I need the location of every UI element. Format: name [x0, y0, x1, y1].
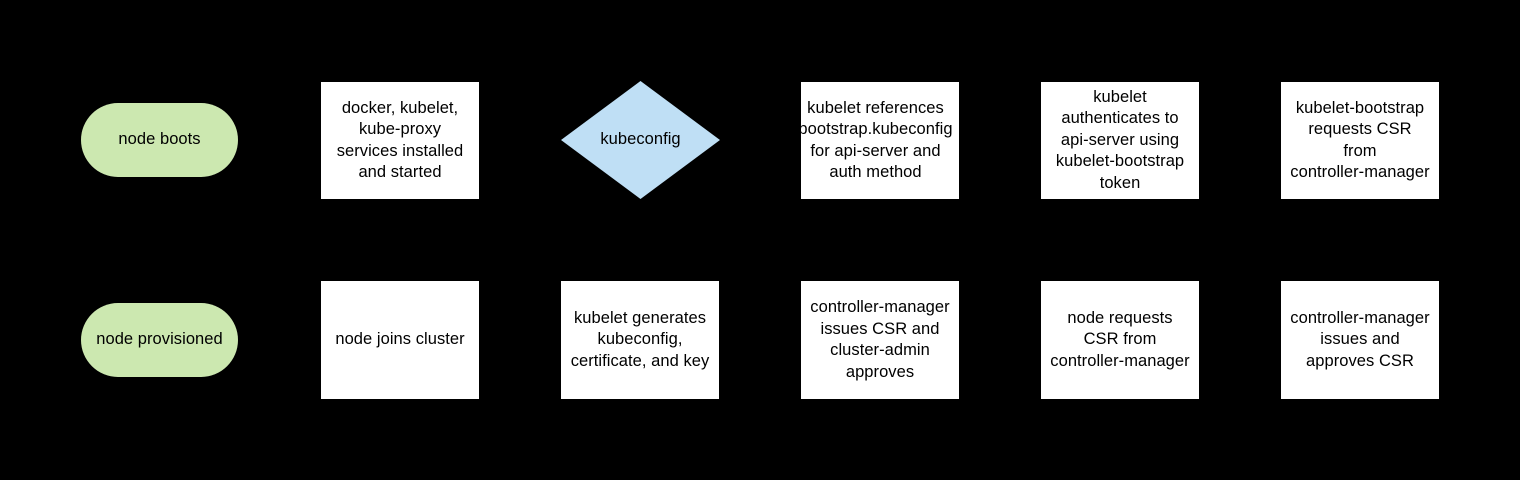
node-kubeconfig-decision[interactable]: kubeconfig: [561, 81, 720, 199]
node-kubelet-authenticates[interactable]: kubelet authenticates to api-server usin…: [1041, 82, 1199, 199]
node-controller-issues-csr[interactable]: controller-manager issues CSR and cluste…: [801, 281, 959, 399]
node-label: kubeconfig: [600, 130, 681, 149]
node-label: controller-manager issues CSR and cluste…: [810, 298, 950, 381]
node-label: controller-manager issues and approves C…: [1290, 308, 1430, 370]
node-label: kubelet references bootstrap.kubeconfig …: [798, 98, 953, 182]
node-label: kubelet-bootstrap requests CSR from cont…: [1290, 98, 1430, 182]
node-bootstrap-requests-csr[interactable]: kubelet-bootstrap requests CSR from cont…: [1281, 82, 1439, 199]
node-label: node boots: [118, 130, 201, 149]
node-label: node provisioned: [96, 330, 223, 349]
node-label: node joins cluster: [335, 330, 465, 349]
node-node-joins-cluster[interactable]: node joins cluster: [321, 281, 479, 399]
node-node-provisioned[interactable]: node provisioned: [81, 303, 238, 377]
node-label: kubelet generates kubeconfig, certificat…: [570, 308, 710, 370]
node-controller-issues-approves[interactable]: controller-manager issues and approves C…: [1281, 281, 1439, 399]
node-services-installed[interactable]: docker, kubelet, kube-proxy services ins…: [321, 82, 479, 199]
node-kubelet-references-bootstrap[interactable]: kubelet references bootstrap.kubeconfig …: [798, 82, 959, 199]
node-node-boots[interactable]: node boots: [81, 103, 238, 177]
node-label: kubelet authenticates to api-server usin…: [1055, 87, 1185, 192]
node-kubelet-generates[interactable]: kubelet generates kubeconfig, certificat…: [561, 281, 719, 399]
node-label: node requests CSR from controller-manage…: [1050, 308, 1190, 370]
node-label: docker, kubelet, kube-proxy services ins…: [336, 98, 464, 182]
node-node-requests-csr[interactable]: node requests CSR from controller-manage…: [1041, 281, 1199, 399]
